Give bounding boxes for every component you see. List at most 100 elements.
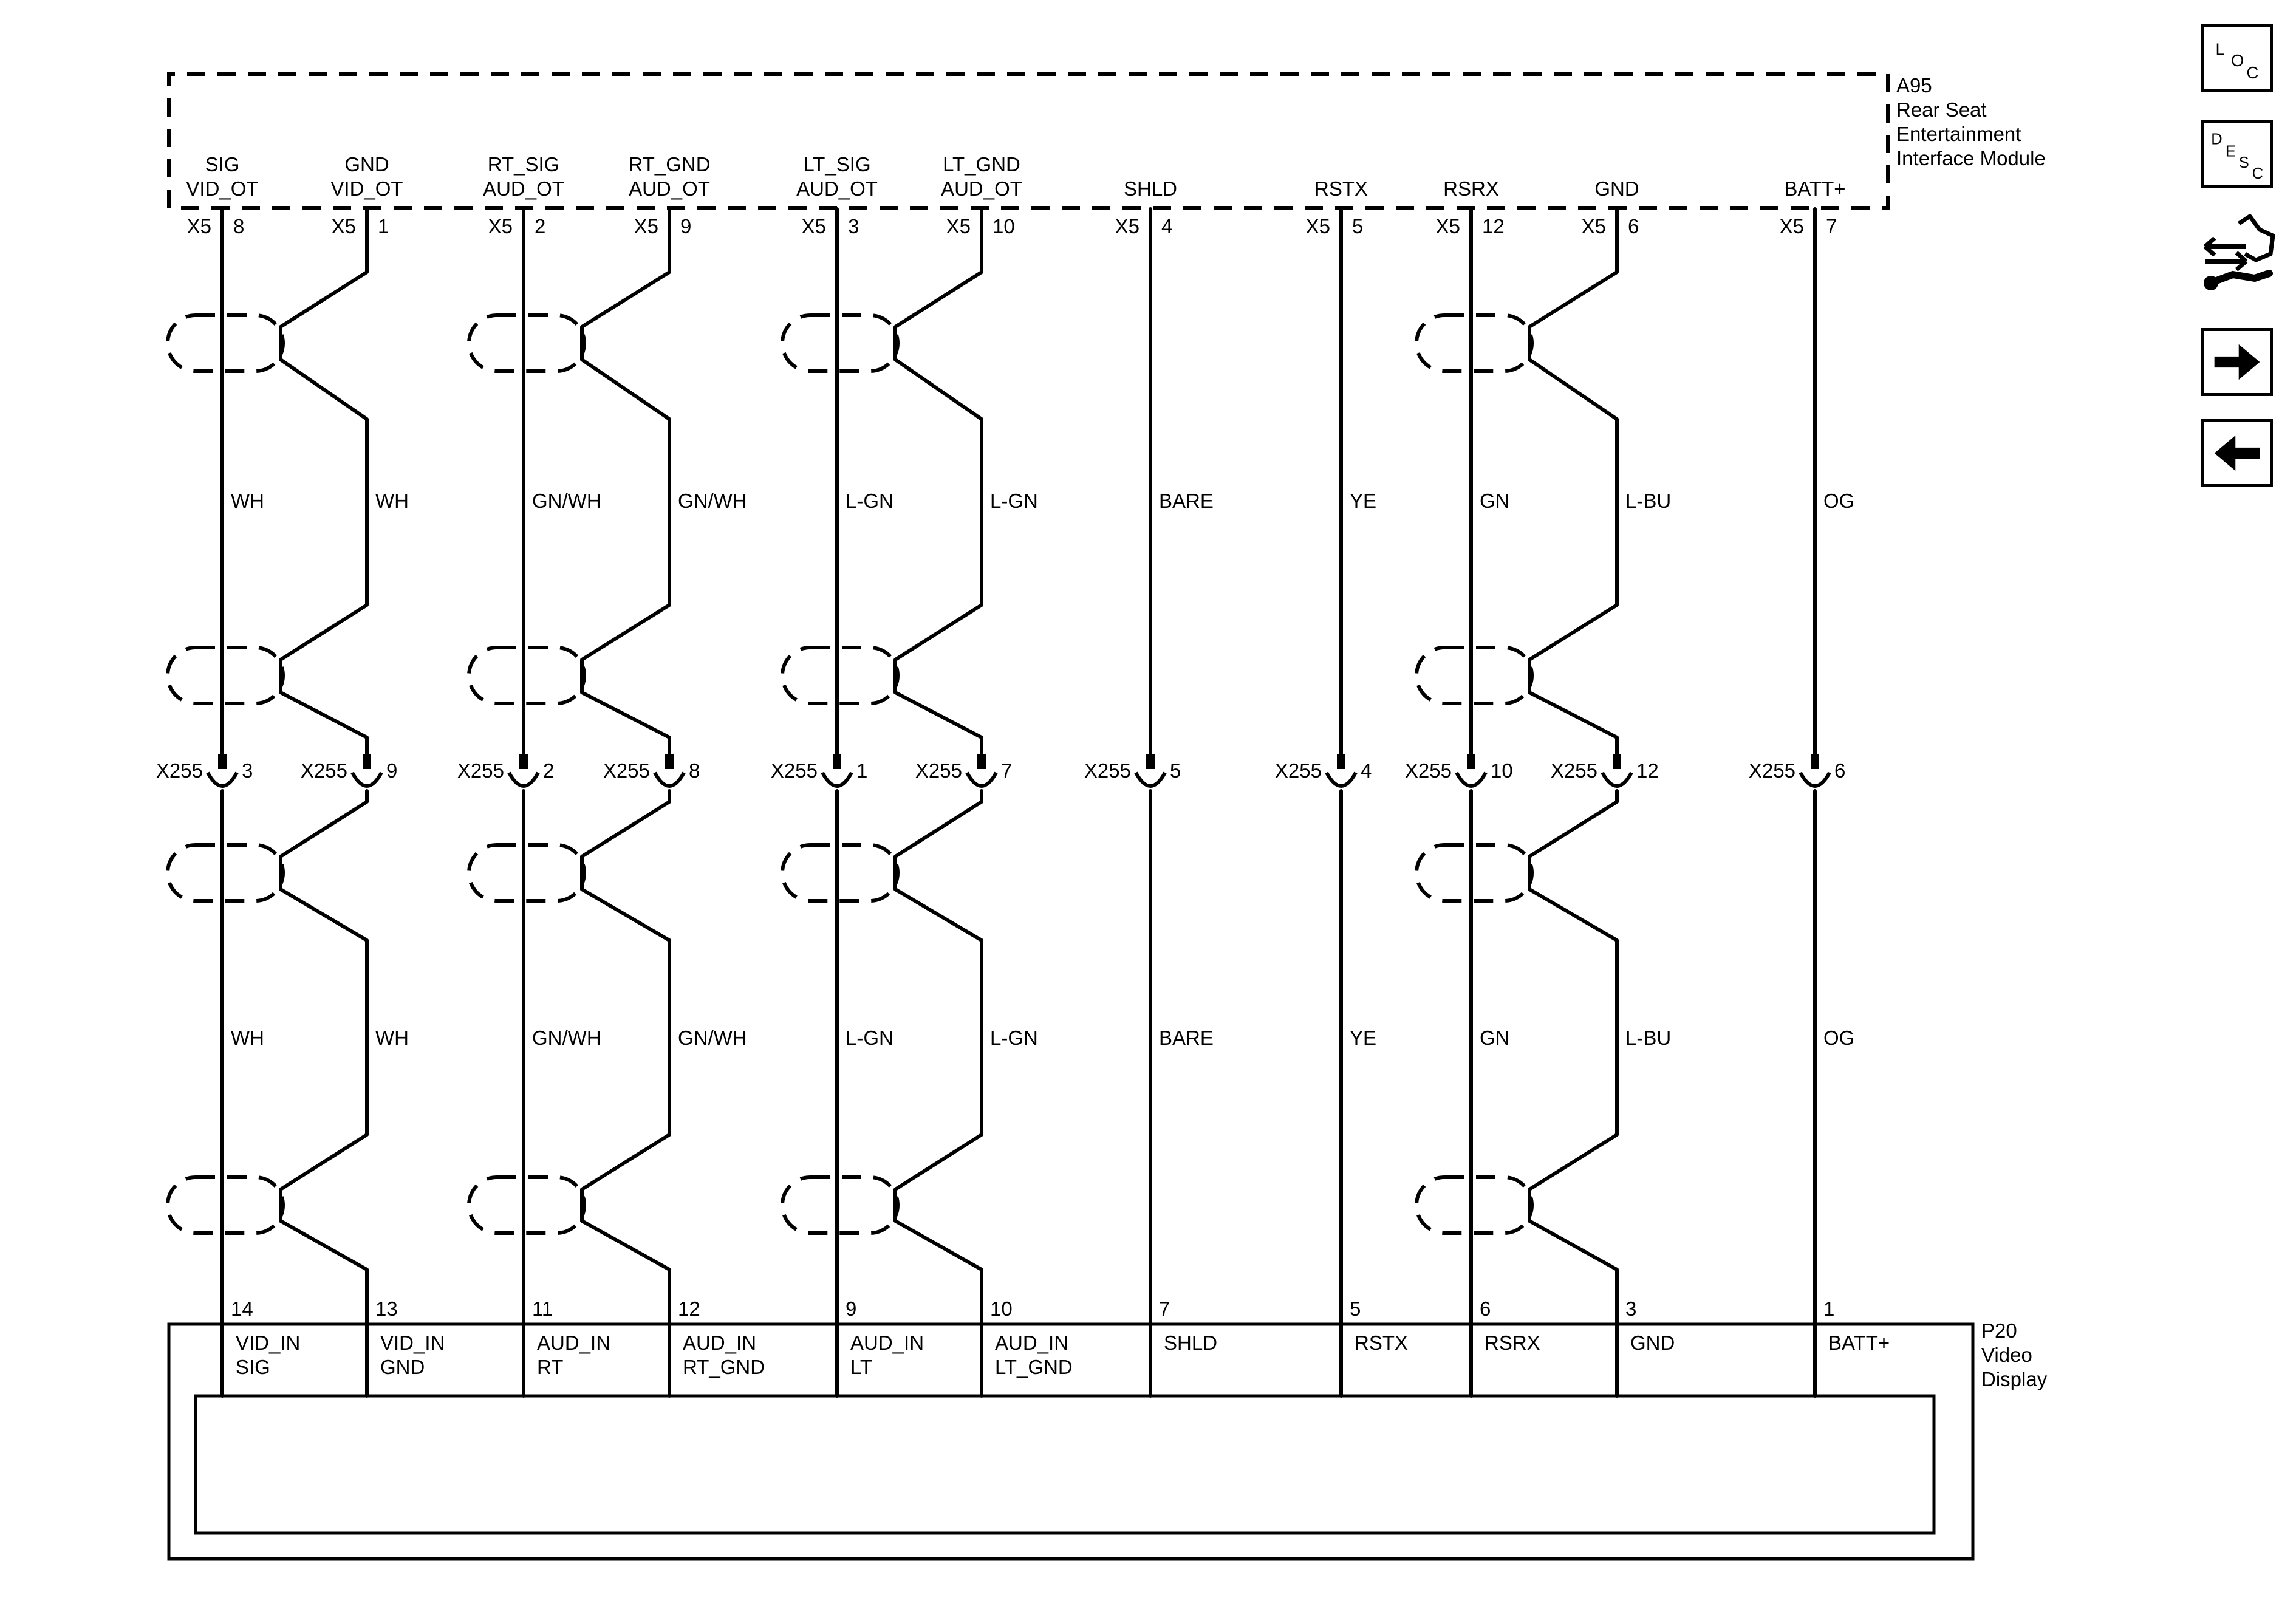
inline-pin-10: 6 (1834, 759, 1845, 782)
inline-conn-1: X255 (301, 759, 347, 782)
top-pin-8: 12 (1482, 215, 1505, 238)
bottom-pin-4: 9 (846, 1297, 856, 1320)
wire-color-upper-1: WH (375, 490, 409, 512)
x255-pin-7 (1337, 754, 1345, 769)
bottom-pin-9: 3 (1625, 1297, 1636, 1320)
bottom-label-4-1: LT (850, 1356, 872, 1378)
wire-color-upper-4: L-GN (846, 490, 893, 512)
wire-9 (1528, 207, 1619, 1326)
bottom-pin-1: 13 (375, 1297, 398, 1320)
top-conn-6: X5 (1115, 215, 1139, 238)
description-button[interactable]: D E S C (2201, 120, 2273, 188)
inline-conn-4: X255 (771, 759, 818, 782)
top-label-10-0: BATT+ (1784, 177, 1845, 200)
svg-text:L: L (2215, 40, 2224, 59)
top-pin-2: 2 (535, 215, 545, 238)
top-label-0-1: VID_OT (186, 177, 258, 200)
wire-color-upper-9: L-BU (1625, 490, 1671, 512)
top-pin-10: 7 (1826, 215, 1837, 238)
wire-color-lower-10: OG (1823, 1027, 1854, 1049)
module-a95-name-line-2: Entertainment (1896, 123, 2021, 145)
bottom-pin-0: 14 (231, 1297, 253, 1320)
inline-pin-2: 2 (543, 759, 554, 782)
shield-2-2 (467, 843, 586, 903)
bottom-label-9-0: GND (1630, 1332, 1675, 1354)
inline-pin-5: 7 (1001, 759, 1012, 782)
inline-pin-8: 10 (1491, 759, 1513, 782)
component-view-icon (2203, 214, 2275, 290)
top-conn-9: X5 (1582, 215, 1606, 238)
shield-layer (166, 313, 1534, 1235)
shield-0-2 (166, 843, 285, 903)
top-label-2-1: AUD_OT (483, 177, 564, 200)
inline-conn-7: X255 (1275, 759, 1322, 782)
shield-4-3 (781, 1175, 900, 1235)
top-label-4-1: AUD_OT (796, 177, 878, 200)
back-arrow-icon (2214, 435, 2260, 471)
x255-pin-5 (977, 754, 986, 769)
shield-2-3 (467, 1175, 586, 1235)
top-conn-1: X5 (332, 215, 356, 238)
next-arrow-icon (2214, 344, 2260, 380)
wire-color-lower-9: L-BU (1625, 1027, 1671, 1049)
wire-color-lower-8: GN (1480, 1027, 1510, 1049)
location-button[interactable]: L O C (2201, 24, 2273, 92)
bottom-label-8-0: RSRX (1485, 1332, 1540, 1354)
module-a95-name-line-1: Rear Seat (1896, 98, 1987, 121)
inline-conn-0: X255 (156, 759, 203, 782)
top-conn-0: X5 (187, 215, 211, 238)
bottom-pin-8: 6 (1480, 1297, 1491, 1320)
x255-pin-4 (833, 754, 841, 769)
top-label-4-0: LT_SIG (803, 153, 870, 176)
wire-color-lower-7: YE (1350, 1027, 1376, 1049)
module-p20-name-line-1: Video (1981, 1344, 2032, 1366)
inline-conn-9: X255 (1551, 759, 1597, 782)
wire-color-upper-0: WH (231, 490, 264, 512)
wire-1 (279, 207, 369, 1326)
module-a95-name-line-3: Interface Module (1896, 147, 2046, 169)
inline-conn-6: X255 (1084, 759, 1131, 782)
inline-conn-10: X255 (1749, 759, 1795, 782)
shield-8-0 (1415, 313, 1534, 373)
top-conn-8: X5 (1436, 215, 1460, 238)
bottom-label-1-0: VID_IN (380, 1332, 445, 1354)
inline-conn-8: X255 (1405, 759, 1452, 782)
svg-text:O: O (2231, 51, 2244, 70)
x255-pin-3 (665, 754, 674, 769)
x255-socket-5 (965, 771, 998, 788)
top-pin-9: 6 (1628, 215, 1639, 238)
top-conn-10: X5 (1780, 215, 1804, 238)
top-pin-7: 5 (1352, 215, 1363, 238)
back-button[interactable] (2201, 419, 2273, 487)
inline-pin-9: 12 (1636, 759, 1659, 782)
wire-color-upper-2: GN/WH (532, 490, 601, 512)
svg-text:S: S (2239, 154, 2249, 171)
top-conn-7: X5 (1306, 215, 1330, 238)
wire-color-lower-6: BARE (1159, 1027, 1214, 1049)
top-label-5-0: LT_GND (943, 153, 1020, 176)
component-view-button[interactable] (2196, 211, 2278, 301)
bottom-pin-7: 5 (1350, 1297, 1361, 1320)
wire-5 (893, 207, 983, 1326)
inline-pin-4: 1 (856, 759, 867, 782)
svg-text:C: C (2252, 165, 2263, 182)
next-button[interactable] (2201, 328, 2273, 396)
top-pin-4: 3 (848, 215, 859, 238)
bottom-label-0-1: SIG (236, 1356, 270, 1378)
shield-8-3 (1415, 1175, 1534, 1235)
top-label-9-0: GND (1594, 177, 1639, 200)
wire-layer (206, 207, 1831, 1398)
top-label-1-1: VID_OT (330, 177, 403, 200)
top-label-3-0: RT_GND (628, 153, 710, 176)
wire-color-upper-3: GN/WH (678, 490, 747, 512)
x255-pin-9 (1613, 754, 1621, 769)
bottom-label-5-1: LT_GND (995, 1356, 1073, 1378)
x255-pin-6 (1146, 754, 1155, 769)
x255-socket-10 (1799, 771, 1831, 788)
wire-3 (580, 207, 671, 1326)
top-label-1-0: GND (344, 153, 389, 176)
top-conn-2: X5 (488, 215, 513, 238)
shield-4-2 (781, 843, 900, 903)
bottom-label-5-0: AUD_IN (995, 1332, 1068, 1354)
